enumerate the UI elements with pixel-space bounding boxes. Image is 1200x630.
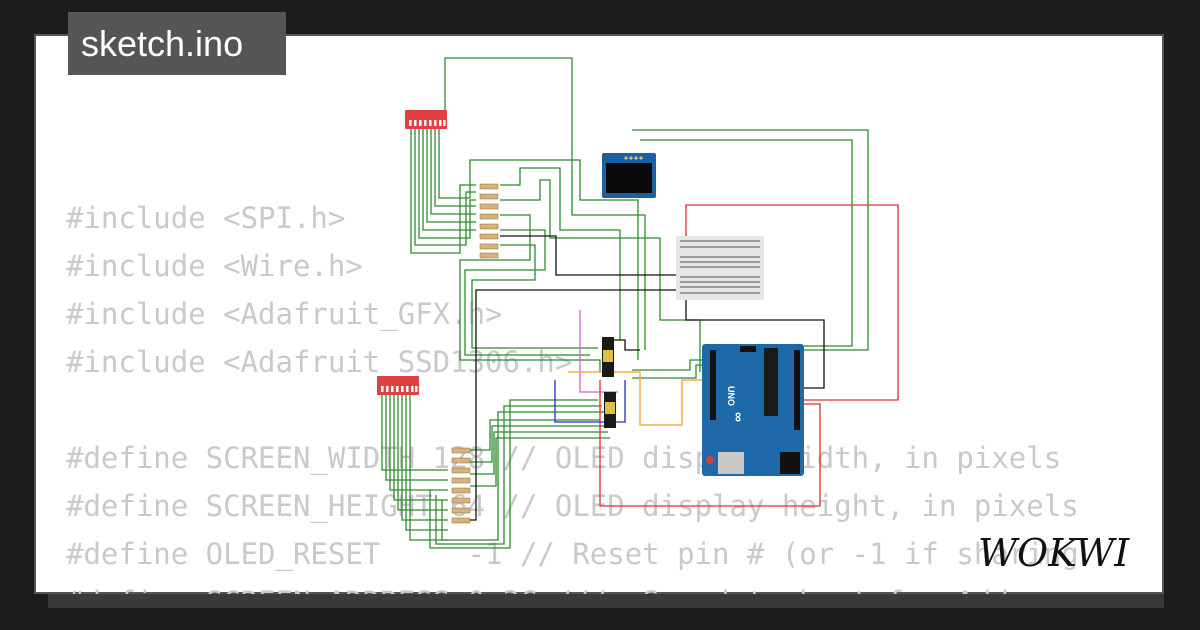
reset-button: [706, 456, 714, 464]
card-shadow-bottom: [48, 594, 1164, 608]
arduino-logo-icon: ∞: [731, 412, 747, 422]
wire-signal-blue: [554, 380, 626, 423]
card-right-padding: [1134, 36, 1162, 592]
resistor-bank-top[interactable]: [479, 183, 499, 259]
wire-group-power: [599, 204, 899, 507]
oled-display[interactable]: [602, 153, 656, 198]
code-line: #include <Adafruit_GFX.h>: [66, 297, 503, 331]
sketch-title-tab[interactable]: sketch.ino: [68, 12, 286, 75]
code-line: #include <Adafruit_SSD1306.h>: [66, 345, 573, 379]
dip-switch-top[interactable]: [405, 110, 447, 129]
project-preview-card[interactable]: [34, 34, 1164, 594]
right-margin: [1164, 0, 1200, 630]
wire-group-bottom: [381, 359, 706, 549]
arduino-uno-board[interactable]: UNO ∞: [702, 344, 804, 476]
brand-wordmark: WOKWI: [978, 531, 1130, 575]
power-jack: [780, 452, 800, 474]
dip-switch-bottom[interactable]: [377, 376, 419, 395]
resistor-bank-bottom[interactable]: [451, 447, 471, 524]
board-label: UNO: [726, 386, 736, 406]
breadboard[interactable]: [676, 236, 764, 300]
code-line: #include <SPI.h>: [66, 201, 346, 235]
ic-chip-bottom[interactable]: [604, 392, 616, 428]
wokwi-logo[interactable]: WOKWI: [974, 528, 1152, 576]
code-line: #include <Wire.h>: [66, 249, 363, 283]
wire-signal-orange: [568, 371, 706, 426]
wire-group-top: [410, 57, 869, 372]
code-line: #define OLED_RESET -1 // Reset pin # (or…: [66, 537, 1079, 571]
ic-chip-top[interactable]: [602, 337, 614, 377]
atmega-chip: [764, 348, 778, 416]
usb-port: [718, 452, 744, 474]
